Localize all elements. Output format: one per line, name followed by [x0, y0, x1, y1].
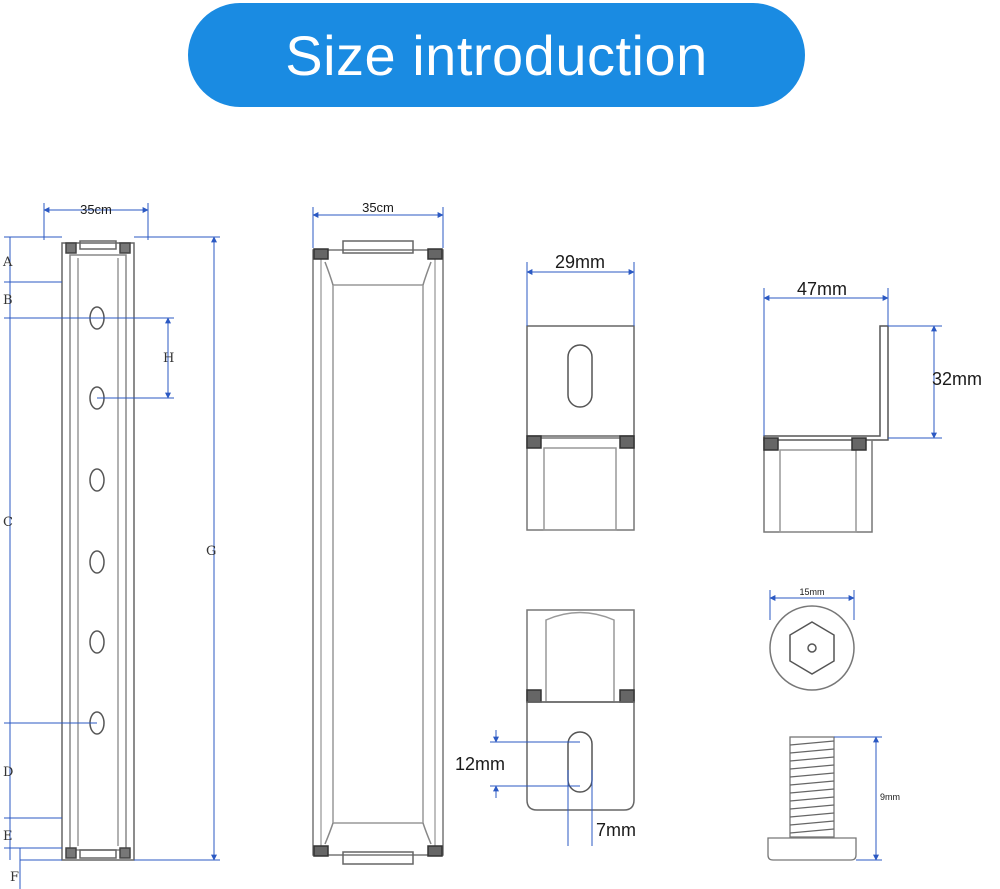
hex-diameter-label: 15mm [799, 587, 824, 597]
label-F: F [10, 870, 19, 885]
slot-width-label: 7mm [596, 820, 636, 840]
hex-nut-dimensions [769, 590, 855, 620]
rail-hole [89, 468, 105, 492]
hex-nut-drawing [769, 605, 855, 691]
label-D: D [3, 765, 13, 780]
left-rail-holes [89, 306, 105, 735]
label-E: E [3, 829, 13, 844]
rail-hole [89, 550, 105, 574]
screw-length-label: 9mm [880, 792, 900, 802]
title-text: Size introduction [285, 23, 708, 87]
left-rail-dimensions [4, 203, 220, 889]
bracket-width-label: 29mm [555, 252, 605, 272]
label-H: H [163, 351, 174, 366]
middle-rail-dimensions [312, 207, 444, 248]
rail-hole [89, 630, 105, 654]
l-bracket-height-label: 32mm [932, 369, 982, 389]
screw-drawing [767, 736, 857, 861]
l-bracket-width-label: 47mm [797, 279, 847, 299]
left-rail-drawing [61, 240, 135, 861]
left-width-label: 35cm [80, 202, 112, 217]
screw-dimensions [834, 736, 882, 861]
middle-width-label: 35cm [362, 200, 394, 215]
label-B: B [3, 293, 13, 308]
label-C: C [3, 515, 13, 530]
title-banner: Size introduction [188, 3, 805, 107]
label-G: G [206, 544, 216, 559]
middle-rail-drawing [312, 240, 444, 865]
l-bracket-drawing [763, 325, 889, 533]
flat-bracket-top-dimensions [526, 262, 635, 326]
flat-bracket-bottom-dimensions [490, 730, 593, 846]
label-A: A [2, 255, 13, 270]
flat-bracket-top-drawing [526, 325, 635, 531]
flat-bracket-bottom-drawing [526, 609, 635, 811]
l-bracket-dimensions [763, 288, 942, 439]
slot-height-label: 12mm [455, 754, 505, 774]
